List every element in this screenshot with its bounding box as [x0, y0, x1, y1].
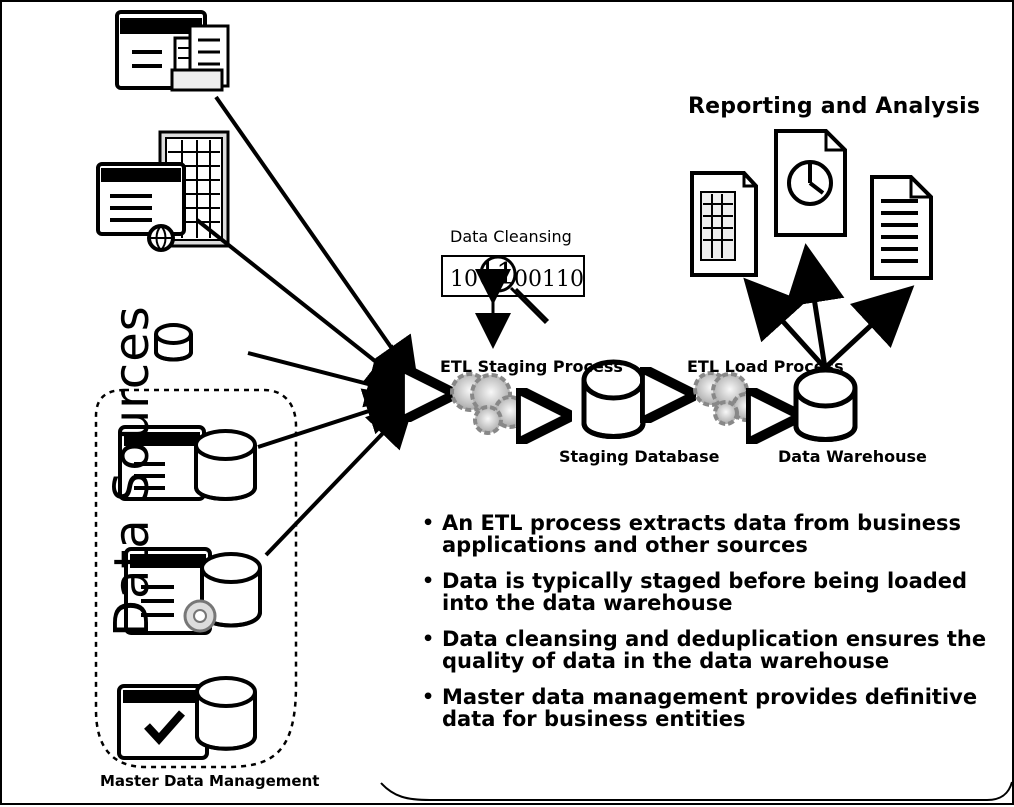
- notes-frame: [380, 781, 1013, 801]
- note-item: An ETL process extracts data from busine…: [422, 512, 987, 556]
- database-icon: [154, 323, 193, 362]
- svg-text:1: 1: [556, 267, 570, 292]
- data-sources-title-text: Data Sources: [104, 305, 160, 637]
- chart-document-icon: [774, 129, 847, 237]
- svg-text:0: 0: [528, 267, 542, 292]
- source-arrows: [195, 95, 419, 557]
- web-application-database-icon: [118, 425, 257, 501]
- reporting-arrows: [743, 243, 915, 370]
- etl-staging-process-label: ETL Staging Process: [440, 357, 623, 376]
- svg-text:1: 1: [450, 267, 464, 292]
- svg-text:0: 0: [464, 267, 478, 292]
- data-warehouse-icon: [793, 367, 858, 442]
- data-warehouse-label: Data Warehouse: [778, 447, 927, 466]
- load-process-gears-icon: [693, 371, 761, 426]
- data-sources-title: Data Sources: [26, 237, 160, 637]
- application-form-icon: [115, 10, 230, 92]
- svg-text:1: 1: [542, 267, 556, 292]
- note-item: Data cleansing and deduplication ensures…: [422, 628, 987, 672]
- etl-process-icons: [414, 359, 858, 442]
- etl-notes-list: An ETL process extracts data from busine…: [422, 512, 987, 744]
- note-item: Master data management provides definiti…: [422, 686, 987, 730]
- spreadsheet-icon: [96, 130, 230, 252]
- reporting-analysis-label: Reporting and Analysis: [688, 94, 981, 119]
- svg-text:0: 0: [514, 267, 528, 292]
- checkmark-window-icon: [117, 676, 257, 760]
- table-document-icon: [870, 175, 933, 280]
- process-gears-icon: [450, 372, 527, 435]
- etl-load-process-label: ETL Load Process: [687, 357, 844, 376]
- staging-database-label: Staging Database: [559, 447, 720, 466]
- web-application-database-icon-2: [124, 547, 262, 635]
- svg-text:0: 0: [570, 267, 584, 292]
- data-cleansing-box: 1 0 1 1 0 0 1 1 0: [441, 255, 585, 297]
- source-group-boundary: [94, 388, 298, 769]
- note-item: Data is typically staged before being lo…: [422, 570, 987, 614]
- report-document-icon: [690, 171, 758, 277]
- data-cleansing-label: Data Cleansing: [450, 227, 572, 246]
- master-data-management-label: Master Data Management: [100, 772, 320, 790]
